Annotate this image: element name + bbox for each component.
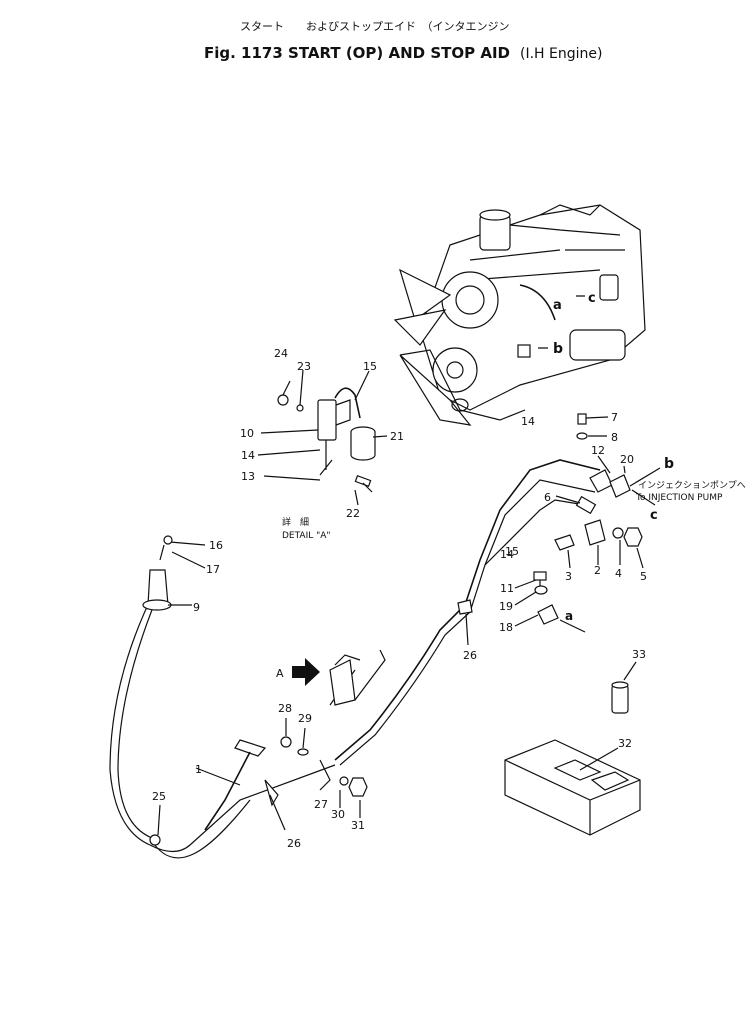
detail-a-arrow-icon (292, 658, 320, 686)
callout-21: 21 (390, 430, 404, 443)
detail-a-arrow-label: A (276, 667, 284, 680)
callout-20: 20 (620, 453, 634, 466)
callout-32: 32 (618, 737, 632, 750)
callout-15b: 15 (505, 545, 519, 558)
callout-1: 1 (195, 763, 202, 776)
callout-27: 27 (314, 798, 328, 811)
pump-letter-c: c (650, 508, 658, 523)
engine-letter-c: c (588, 291, 596, 306)
title-engine: (I.H Engine) (520, 46, 602, 62)
control-parts: A (142, 535, 368, 846)
title-block: スタート およびストップエイド （インタエンジン Fig. 1173 START… (204, 20, 602, 62)
callout-14c: 14 (500, 548, 514, 561)
title-en: Fig. 1173 START (OP) AND STOP AID (204, 44, 510, 62)
detail-a-assembly: 詳 細 DETAIL "A" (257, 369, 388, 541)
detail-a-jp: 詳 細 (282, 516, 309, 528)
callout-8: 8 (611, 431, 618, 444)
callout-24: 24 (274, 347, 288, 360)
callout-9: 9 (193, 601, 200, 614)
callout-16: 16 (209, 539, 223, 552)
callout-15a: 15 (363, 360, 377, 373)
callout-18: 18 (499, 621, 513, 634)
callout-6: 6 (544, 491, 551, 504)
callout-3: 3 (565, 570, 572, 583)
callout-29: 29 (298, 712, 312, 725)
callout-23: 23 (297, 360, 311, 373)
callout-10: 10 (240, 427, 254, 440)
callout-26b: 26 (287, 837, 301, 850)
callout-19: 19 (499, 600, 513, 613)
pump-note-jp: インジェクションポンプへ (638, 480, 746, 491)
callout-14a: 14 (241, 449, 255, 462)
callout-labels: 1 2 3 4 5 6 7 8 9 10 11 12 13 14 14 14 1… (152, 347, 647, 850)
callout-12: 12 (591, 444, 605, 457)
callout-25: 25 (152, 790, 166, 803)
callout-22: 22 (346, 507, 360, 520)
pump-fittings: a b c インジェクションポンプへ To INJECTION PUMP (457, 413, 746, 646)
pump-letter-b: b (664, 456, 674, 472)
callout-28: 28 (278, 702, 292, 715)
fitting-letter-a: a (565, 609, 573, 623)
callout-17: 17 (206, 563, 220, 576)
callout-30: 30 (331, 808, 345, 821)
title-jp: スタート およびストップエイド （インタエンジン (240, 20, 510, 33)
engine-illustration: a b c (393, 204, 646, 426)
engine-letter-b: b (553, 341, 563, 357)
callout-31: 31 (351, 819, 365, 832)
callout-14b: 14 (521, 415, 535, 428)
callout-13: 13 (241, 470, 255, 483)
callout-4: 4 (615, 567, 622, 580)
spare-parts (504, 661, 641, 836)
detail-a-en: DETAIL "A" (282, 531, 331, 541)
engine-letter-a: a (553, 298, 562, 313)
callout-33: 33 (632, 648, 646, 661)
pump-note-en: To INJECTION PUMP (635, 493, 723, 503)
cable-routing (109, 459, 601, 859)
callout-11: 11 (500, 582, 514, 595)
callout-5: 5 (640, 570, 647, 583)
callout-2: 2 (594, 564, 601, 577)
callout-26a: 26 (463, 649, 477, 662)
callout-7: 7 (611, 411, 618, 424)
